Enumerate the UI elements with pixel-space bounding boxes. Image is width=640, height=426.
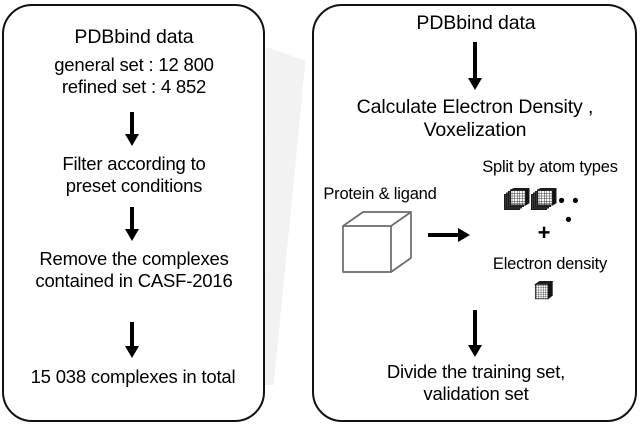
right-panel-voxelization xyxy=(312,4,637,422)
arrow-shaft xyxy=(473,42,477,79)
right-panel-calculate-step: Calculate Electron Density , Voxelizatio… xyxy=(356,96,594,142)
voxel-atom-type-1-icon xyxy=(504,188,530,210)
protein-ligand-label: Protein & ligand xyxy=(323,185,437,203)
split-by-atom-types-label: Split by atom types xyxy=(482,158,618,176)
arrow-shaft xyxy=(130,207,134,231)
left-panel-title: PDBbind data xyxy=(74,26,194,48)
electron-density-label: Electron density xyxy=(492,255,608,273)
arrow-head xyxy=(125,229,139,241)
arrow-title-to-calculate-icon xyxy=(463,42,487,90)
right-panel-title: PDBbind data xyxy=(416,12,536,34)
arrow-shaft xyxy=(130,112,134,136)
left-panel-step-filter: Filter according to preset conditions xyxy=(62,153,206,197)
left-panel-dataset-filtering xyxy=(2,4,265,422)
right-panel-divide-step: Divide the training set, validation set xyxy=(386,361,566,405)
arrow-protein-to-split-icon xyxy=(428,225,470,245)
arrow-filter-to-remove-icon xyxy=(120,207,144,241)
arrow-remove-to-total-icon xyxy=(120,322,144,358)
arrow-head xyxy=(125,346,139,358)
arrow-shaft xyxy=(428,233,460,237)
arrow-head xyxy=(468,345,482,357)
cube-protein-ligand-icon xyxy=(342,211,412,273)
arrow-shaft xyxy=(130,322,134,348)
arrow-head xyxy=(458,228,470,242)
plus-sign: + xyxy=(537,220,551,245)
left-panel-dataset-counts: general set : 12 800 refined set : 4 852 xyxy=(54,54,214,98)
arrow-title-to-filter-icon xyxy=(120,112,144,146)
voxel-electron-density-icon xyxy=(534,281,554,300)
left-panel-step-remove: Remove the complexes contained in CASF-2… xyxy=(35,248,233,292)
voxel-atom-type-2-icon xyxy=(531,188,557,210)
ellipsis-more-atom-types: • • • xyxy=(558,191,580,231)
arrow-head xyxy=(468,78,482,90)
left-panel-total-complexes: 15 038 complexes in total xyxy=(30,366,236,387)
panel-connector-wedge xyxy=(264,46,306,385)
arrow-head xyxy=(125,134,139,146)
arrow-shaft xyxy=(473,310,477,346)
arrow-voxels-to-divide-icon xyxy=(463,310,487,357)
